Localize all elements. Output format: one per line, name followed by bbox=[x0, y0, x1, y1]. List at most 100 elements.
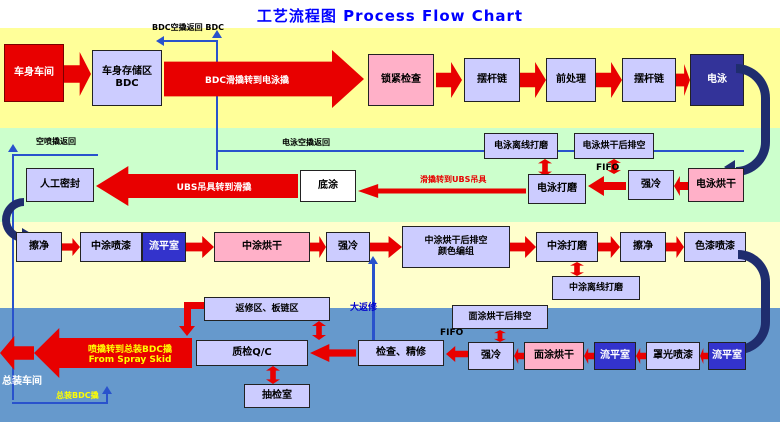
manual-seal-label: 人工密封 bbox=[40, 179, 80, 190]
ed-empty-return-label: 电泳空撬返回 bbox=[282, 138, 330, 147]
lock-check-box: 锁紧检查 bbox=[368, 54, 434, 106]
assembly-bdc-label: 总装BDC撬 bbox=[56, 391, 99, 400]
body-shop-box: 车身车间 bbox=[4, 44, 64, 102]
inspect-label: 检查、精修 bbox=[376, 347, 426, 358]
swing-chain1-box: 摆杆链 bbox=[464, 58, 520, 102]
repair-hook-line bbox=[184, 302, 204, 309]
mid-vent-line2: 颜色编组 bbox=[437, 247, 474, 257]
qc-label: 质检Q/C bbox=[232, 347, 272, 358]
assembly-bdc-return-line-v bbox=[106, 394, 108, 402]
sample-room-label: 抽检室 bbox=[262, 390, 292, 401]
repair-area-box: 返修区、板链区 bbox=[204, 297, 330, 321]
empty-spray-return-line bbox=[12, 154, 98, 156]
assembly-bdc-return-line bbox=[12, 402, 108, 404]
mid-spray-label: 中涂喷漆 bbox=[91, 241, 131, 252]
topcoat-cooling-box: 强冷 bbox=[468, 342, 514, 370]
topcoat-fifo-label: FIFO bbox=[440, 328, 464, 338]
assembly-shop-label: 总装车间 bbox=[2, 376, 42, 387]
flow-room-box: 流平室 bbox=[142, 232, 186, 262]
ed-oven-vent-box: 电泳烘干后排空 bbox=[574, 133, 654, 159]
double-arrow-icon bbox=[312, 321, 326, 340]
color-spray-box: 色漆喷漆 bbox=[684, 232, 746, 262]
mid-cooling-label: 强冷 bbox=[338, 241, 358, 252]
qc-box: 质检Q/C bbox=[196, 340, 308, 366]
red-arrowhead-down-icon bbox=[179, 326, 195, 336]
bdc-return-line-vertical bbox=[216, 40, 218, 170]
ed-polish-label: 电泳打磨 bbox=[537, 183, 577, 194]
pretreatment-box: 前处理 bbox=[546, 58, 596, 102]
ed-oven-label: 电泳烘干 bbox=[696, 179, 736, 190]
wipe1-label: 擦净 bbox=[29, 241, 49, 252]
electrocoat-box: 电泳 bbox=[690, 54, 744, 106]
bdc-storage-box: 车身存储区 BDC bbox=[92, 50, 162, 106]
curve-arrowhead-left-icon bbox=[724, 160, 735, 174]
blue-arrowhead-left-icon bbox=[156, 36, 164, 46]
mid-polish-label: 中涂打磨 bbox=[547, 241, 587, 252]
ed-offline-polish-box: 电泳离线打磨 bbox=[484, 133, 558, 159]
pretreatment-label: 前处理 bbox=[556, 74, 586, 85]
mid-cooling-box: 强冷 bbox=[326, 232, 370, 262]
flow-room2-box: 流平室 bbox=[708, 342, 746, 370]
repair-area-label: 返修区、板链区 bbox=[235, 303, 299, 314]
big-repair-label: 大返修 bbox=[350, 303, 378, 313]
bdc-storage-line2: BDC bbox=[115, 78, 139, 89]
mid-offline-polish-label: 中涂离线打磨 bbox=[568, 282, 623, 293]
mid-polish-box: 中涂打磨 bbox=[536, 232, 598, 262]
flow-arrow-icon bbox=[636, 348, 646, 364]
topcoat-vent-box: 面涂烘干后排空 bbox=[452, 305, 548, 329]
flow-room1-label: 流平室 bbox=[600, 350, 630, 361]
double-arrow-icon bbox=[266, 366, 280, 384]
bdc-to-ed-skid-label: BDC滑撬转到电泳撬 bbox=[205, 75, 289, 86]
mid-offline-polish-box: 中涂离线打磨 bbox=[552, 276, 640, 300]
curve-arrow-seal-to-wipe bbox=[2, 198, 24, 242]
ed-fifo-label: FIFO bbox=[596, 163, 620, 173]
body-shop-label: 车身车间 bbox=[14, 67, 54, 78]
double-arrow-icon bbox=[570, 262, 584, 276]
left-return-line-vertical bbox=[12, 154, 14, 400]
mid-spray-box: 中涂喷漆 bbox=[80, 232, 142, 262]
page-title: 工艺流程图 Process Flow Chart bbox=[256, 7, 524, 25]
ed-oven-box: 电泳烘干 bbox=[688, 168, 744, 202]
double-arrow-icon bbox=[607, 159, 621, 174]
repair-hook-line bbox=[184, 302, 191, 328]
blue-arrowhead-up-icon bbox=[368, 256, 378, 264]
wipe2-box: 擦净 bbox=[620, 232, 666, 262]
swing-chain2-label: 摆杆链 bbox=[634, 74, 664, 85]
bdc-storage-line1: 车身存储区 bbox=[102, 66, 152, 77]
spray-to-assembly-line2: From Spray Skid bbox=[88, 354, 172, 365]
big-repair-line bbox=[372, 264, 375, 340]
swing-chain1-label: 摆杆链 bbox=[477, 74, 507, 85]
flow-room2-label: 流平室 bbox=[712, 350, 742, 361]
electrocoat-label: 电泳 bbox=[707, 74, 727, 85]
sample-room-box: 抽检室 bbox=[244, 384, 310, 408]
wipe2-label: 擦净 bbox=[633, 241, 653, 252]
topcoat-cooling-label: 强冷 bbox=[481, 350, 501, 361]
double-arrow-icon bbox=[494, 330, 506, 342]
color-spray-label: 色漆喷漆 bbox=[695, 241, 735, 252]
flow-room1-box: 流平室 bbox=[594, 342, 636, 370]
mid-vent-line1: 中涂烘干后排空 bbox=[424, 236, 488, 247]
curve-arrow-electrocoat-to-oven bbox=[736, 64, 770, 176]
flow-arrow-icon bbox=[514, 348, 524, 364]
bdc-empty-return-label: BDC空撬返回 BDC bbox=[152, 23, 225, 32]
ed-oven-vent-label: 电泳烘干后排空 bbox=[582, 140, 646, 151]
spray-to-assembly-line1: 喷撬转到总装BDC撬 bbox=[88, 344, 172, 355]
bdc-return-line bbox=[164, 40, 218, 42]
primer-box: 底涂 bbox=[300, 170, 356, 202]
clearcoat-box: 罩光喷漆 bbox=[646, 342, 700, 370]
blue-arrowhead-up-icon bbox=[8, 144, 18, 152]
ubs-to-skid-label: UBS吊具转到滑撬 bbox=[176, 182, 252, 193]
mid-oven-box: 中涂烘干 bbox=[214, 232, 310, 262]
topcoat-vent-label: 面涂烘干后排空 bbox=[468, 311, 532, 322]
double-arrow-icon bbox=[538, 159, 552, 176]
flow-room-label: 流平室 bbox=[149, 241, 179, 252]
primer-label: 底涂 bbox=[318, 180, 338, 191]
topcoat-oven-box: 面涂烘干 bbox=[524, 342, 584, 370]
blue-arrowhead-up-icon bbox=[212, 30, 222, 38]
inspect-box: 检查、精修 bbox=[358, 340, 444, 366]
mid-oven-label: 中涂烘干 bbox=[242, 241, 282, 252]
lock-check-label: 锁紧检查 bbox=[381, 74, 421, 85]
clearcoat-label: 罩光喷漆 bbox=[653, 350, 693, 361]
ed-polish-box: 电泳打磨 bbox=[528, 174, 586, 204]
